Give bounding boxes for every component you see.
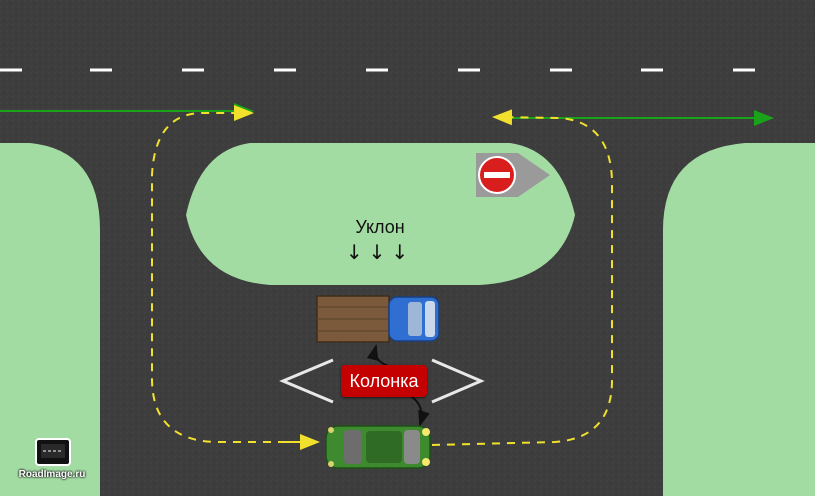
roadimage-logo: [35, 438, 71, 466]
grass-left: [0, 143, 100, 496]
route-left-path: [151, 105, 316, 443]
slope-label: Уклон: [355, 217, 405, 237]
grass-right: [663, 143, 815, 496]
car: [325, 425, 431, 469]
no-entry-sign-icon: [476, 153, 550, 197]
pump-chevron-right: [431, 358, 485, 404]
pump-label: Колонка: [341, 365, 427, 397]
truck: [316, 295, 440, 343]
watermark-text: RoadImage.ru: [18, 469, 86, 480]
route-right-path: [431, 109, 613, 446]
slope-arrows: ↓↓↓: [345, 240, 415, 264]
pump-chevron-left: [279, 358, 334, 404]
